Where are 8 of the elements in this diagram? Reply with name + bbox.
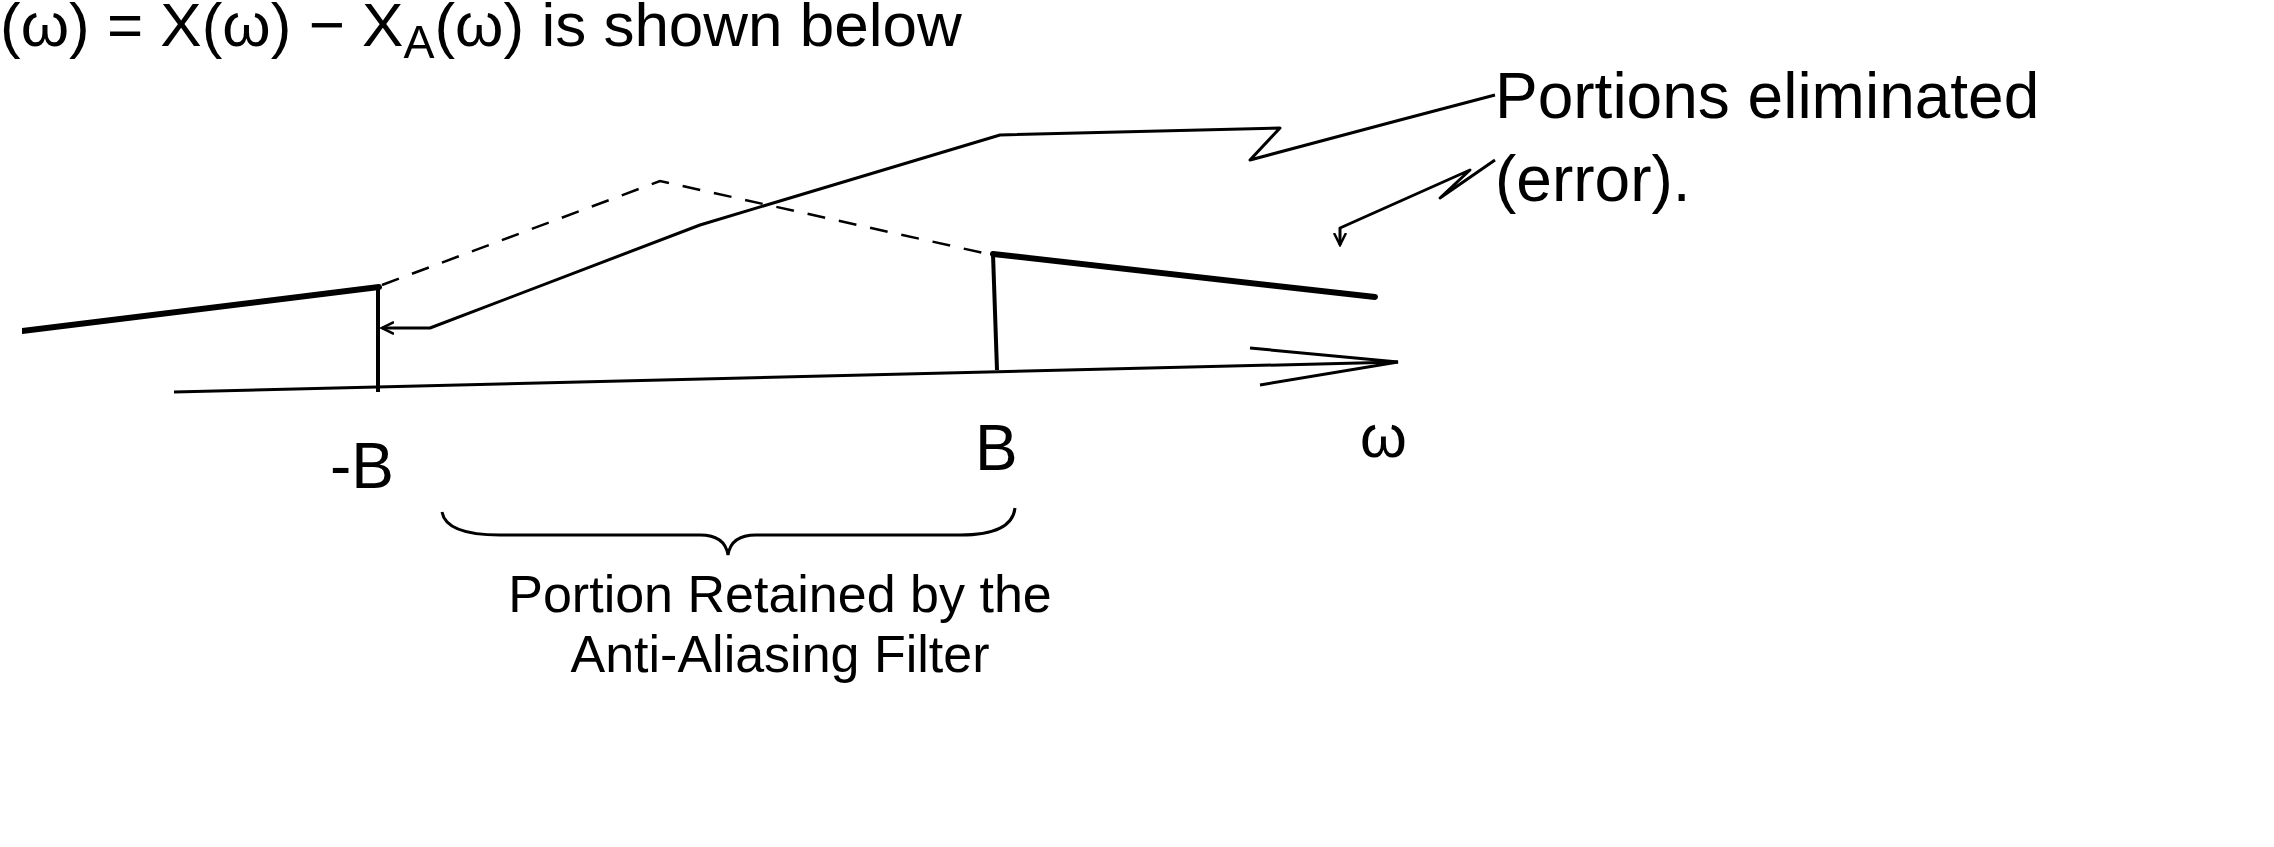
brace-annotation: Portion Retained by the Anti-Aliasing Filter: [507, 565, 1053, 685]
equation-text: (ω) = X(ω) − X$_{A}$(ω) is shown below: [0, 0, 962, 70]
leader-arrow: [380, 93, 1496, 336]
leader-arrow: [1332, 158, 1496, 247]
axis-label: ω: [1360, 402, 1407, 472]
annotation-text: Portions eliminated (error).: [1495, 59, 2041, 218]
axis-tick-label: B: [975, 411, 1018, 486]
axis-tick-label: -B: [330, 429, 394, 504]
